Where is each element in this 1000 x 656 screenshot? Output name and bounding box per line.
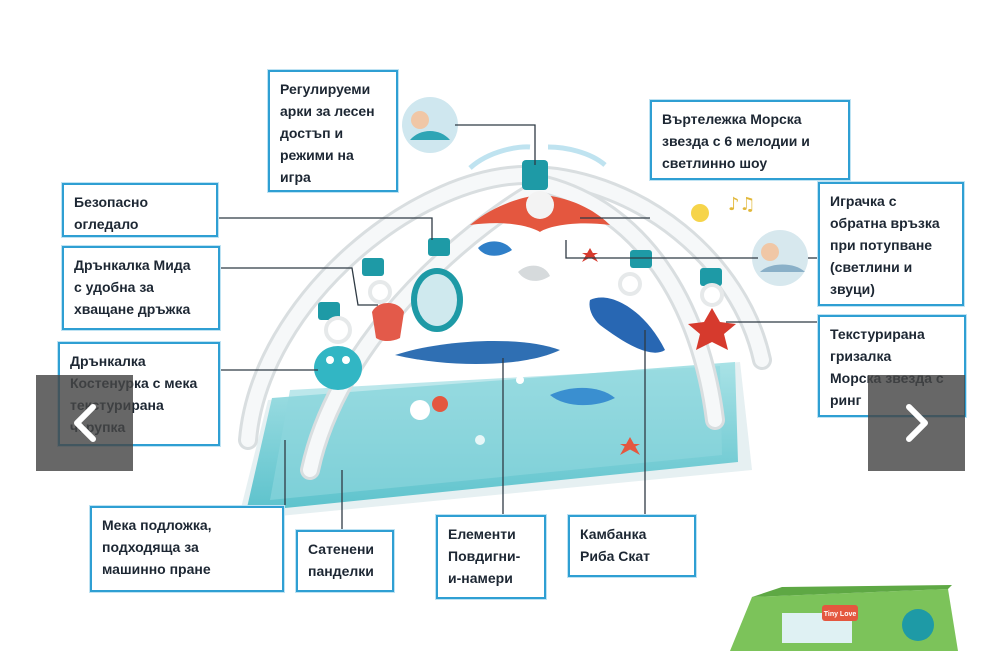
callout-adjustable-arches: Регулируеми арки за лесен достъп и режим… — [268, 70, 398, 192]
baby-play-photo — [752, 230, 808, 286]
product-box-photo: Tiny Love — [722, 585, 958, 651]
shell-rattle — [368, 280, 404, 341]
svg-text:♪♫: ♪♫ — [728, 194, 756, 215]
arches — [238, 160, 772, 480]
carousel-next-button[interactable] — [868, 375, 965, 471]
turtle-rattle — [314, 316, 362, 390]
stingray-bell — [589, 272, 665, 353]
carousel-prev-button[interactable] — [36, 375, 133, 471]
arch-detail-photo — [402, 97, 458, 153]
chevron-right-icon — [905, 404, 928, 442]
callout-feedback-toy: Играчка с обратна връзка при потупване (… — [818, 182, 964, 306]
callout-peekaboo-elements: Елементи Повдигни- и-намери — [436, 515, 546, 599]
callout-shell-rattle: Дрънкалка Мида с удобна за хващане дръжк… — [62, 246, 220, 330]
callout-safe-mirror: Безопасно огледало — [62, 183, 218, 237]
product-box-graphic: Tiny Love — [730, 585, 958, 651]
callout-starfish-mobile: Въртележка Морска звезда с 6 мелодии и с… — [650, 100, 850, 180]
callout-soft-mat: Мека подложка, подходяща за машинно пран… — [90, 506, 284, 592]
callout-satin-ribbons: Сатенени панделки — [296, 530, 394, 592]
chevron-left-icon — [73, 404, 96, 442]
mirror-toy — [411, 268, 463, 332]
starfish-teether — [688, 283, 736, 350]
box-brand-label: Tiny Love — [824, 611, 857, 618]
leader-lines — [218, 124, 825, 530]
play-mat — [238, 340, 752, 520]
callout-stingray-bell: Камбанка Риба Скат — [568, 515, 696, 577]
rotate-arrows-icon — [468, 144, 607, 170]
music-light-icon: ♪♫ — [691, 194, 756, 222]
